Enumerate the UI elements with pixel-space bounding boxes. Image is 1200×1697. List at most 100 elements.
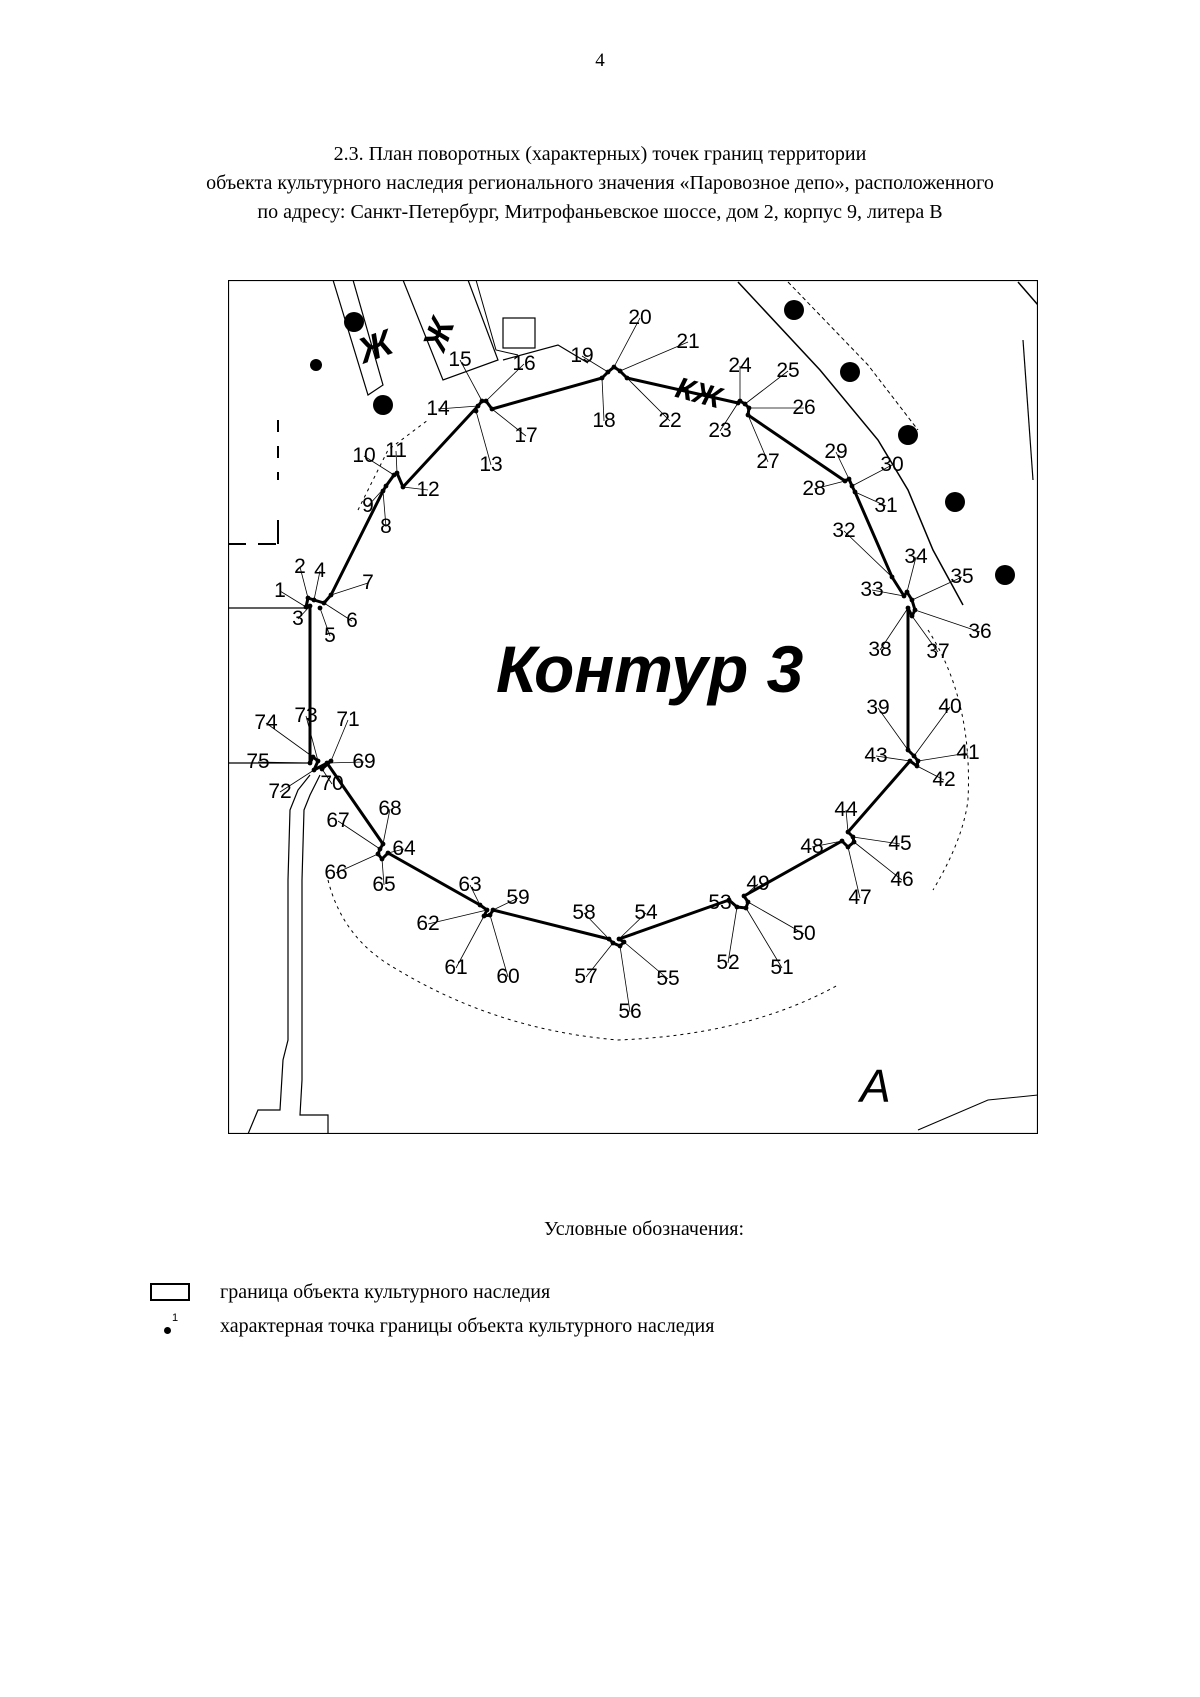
point-label-74: 74	[254, 711, 278, 734]
label-leader	[321, 768, 333, 785]
point-label-54: 54	[634, 901, 658, 924]
boundary-point-50	[745, 899, 751, 905]
point-label-55: 55	[656, 967, 679, 990]
label-leader	[491, 408, 527, 437]
label-leader	[852, 836, 901, 845]
label-leader	[835, 451, 850, 480]
map-frame-border	[228, 280, 1038, 1134]
boundary-point-29	[846, 476, 852, 482]
boundary-point-18	[599, 375, 605, 381]
point-label-1: 1	[274, 579, 286, 602]
point-label-34: 34	[904, 545, 928, 568]
point-label-35: 35	[950, 565, 973, 588]
point-label-65: 65	[372, 873, 395, 896]
boundary-point-62	[484, 907, 490, 913]
boundary-point-35	[909, 597, 915, 603]
point-label-24: 24	[728, 354, 752, 377]
label-leader	[381, 858, 385, 886]
label-leader	[475, 410, 492, 466]
legend-item-boundary: граница объекта культурного наследия	[150, 1278, 550, 1306]
point-label-51: 51	[770, 956, 793, 979]
boundary-point-9	[383, 483, 389, 489]
point-label-57: 57	[574, 965, 597, 988]
point-label-19: 19	[570, 344, 593, 367]
boundary-point-57	[610, 940, 616, 946]
label-leader	[916, 765, 945, 781]
point-label-43: 43	[864, 744, 887, 767]
boundary-point-17	[489, 406, 495, 412]
boundary-point-64	[385, 850, 391, 856]
label-leader	[459, 359, 483, 402]
label-leader	[619, 945, 631, 1013]
label-leader	[618, 912, 647, 940]
boundary-point-70	[319, 766, 325, 772]
boundary-point-33	[901, 593, 907, 599]
boundary-point-37	[909, 613, 915, 619]
label-leader	[719, 402, 739, 432]
point-label-21: 21	[676, 330, 699, 353]
point-symbol-dot	[164, 1327, 171, 1334]
label-leader	[854, 491, 887, 507]
point-label-7: 7	[362, 571, 374, 594]
document-heading: 2.3. План поворотных (характерных) точек…	[0, 140, 1200, 227]
point-label-13: 13	[479, 453, 502, 476]
point-label-31: 31	[874, 494, 897, 517]
point-label-6: 6	[346, 609, 358, 632]
boundary-point-52	[734, 904, 740, 910]
point-label-3: 3	[292, 607, 304, 630]
boundary-point-49	[741, 893, 747, 899]
boundary-point-46	[851, 839, 857, 845]
point-label-58: 58	[572, 901, 595, 924]
boundary-point-54	[616, 936, 622, 942]
boundary-point-69	[324, 760, 330, 766]
boundary-point-45	[850, 834, 856, 840]
point-label-75: 75	[246, 750, 269, 773]
point-label-56: 56	[618, 1000, 641, 1023]
point-label-10: 10	[352, 444, 375, 467]
label-leader	[845, 809, 849, 833]
boundary-point-75	[307, 760, 313, 766]
label-leader	[623, 941, 669, 980]
label-leader	[437, 405, 479, 410]
label-leader	[619, 341, 689, 372]
point-label-17: 17	[514, 424, 537, 447]
boundary-point-74	[310, 754, 316, 760]
point-label-42: 42	[932, 768, 955, 791]
point-symbol: 1	[150, 1312, 192, 1340]
boundary-point-13	[473, 408, 479, 414]
point-label-73: 73	[294, 704, 317, 727]
label-leader	[847, 846, 861, 899]
boundary-point-67	[377, 846, 383, 852]
point-label-14: 14	[426, 397, 450, 420]
boundary-point-21	[617, 368, 623, 374]
point-label-23: 23	[708, 419, 731, 442]
point-label-47: 47	[848, 886, 871, 909]
point-label-40: 40	[938, 695, 961, 718]
boundary-point-47	[845, 844, 851, 850]
label-leader	[455, 915, 485, 969]
label-leader	[871, 589, 905, 597]
point-label-11: 11	[385, 439, 407, 462]
point-label-30: 30	[880, 453, 903, 476]
point-label-48: 48	[800, 835, 823, 858]
label-leader	[747, 414, 769, 463]
legend-boundary-label: граница объекта культурного наследия	[220, 1280, 551, 1303]
label-leader	[613, 317, 641, 368]
point-label-44: 44	[834, 798, 858, 821]
point-label-67: 67	[326, 809, 349, 832]
heading-line-1: 2.3. План поворотных (характерных) точек…	[333, 143, 867, 165]
label-leader	[913, 706, 951, 757]
point-label-20: 20	[628, 306, 651, 329]
point-label-38: 38	[868, 638, 891, 661]
label-leader	[727, 906, 738, 964]
label-leader	[583, 912, 610, 940]
point-label-12: 12	[416, 478, 439, 501]
boundary-point-3	[307, 603, 313, 609]
boundary-point-43	[907, 758, 913, 764]
point-label-70: 70	[320, 772, 343, 795]
boundary-point-22	[624, 375, 630, 381]
point-label-53: 53	[708, 891, 731, 914]
label-leader	[299, 566, 309, 599]
boundary-point-73	[315, 758, 321, 764]
boundary-point-63	[477, 902, 483, 908]
